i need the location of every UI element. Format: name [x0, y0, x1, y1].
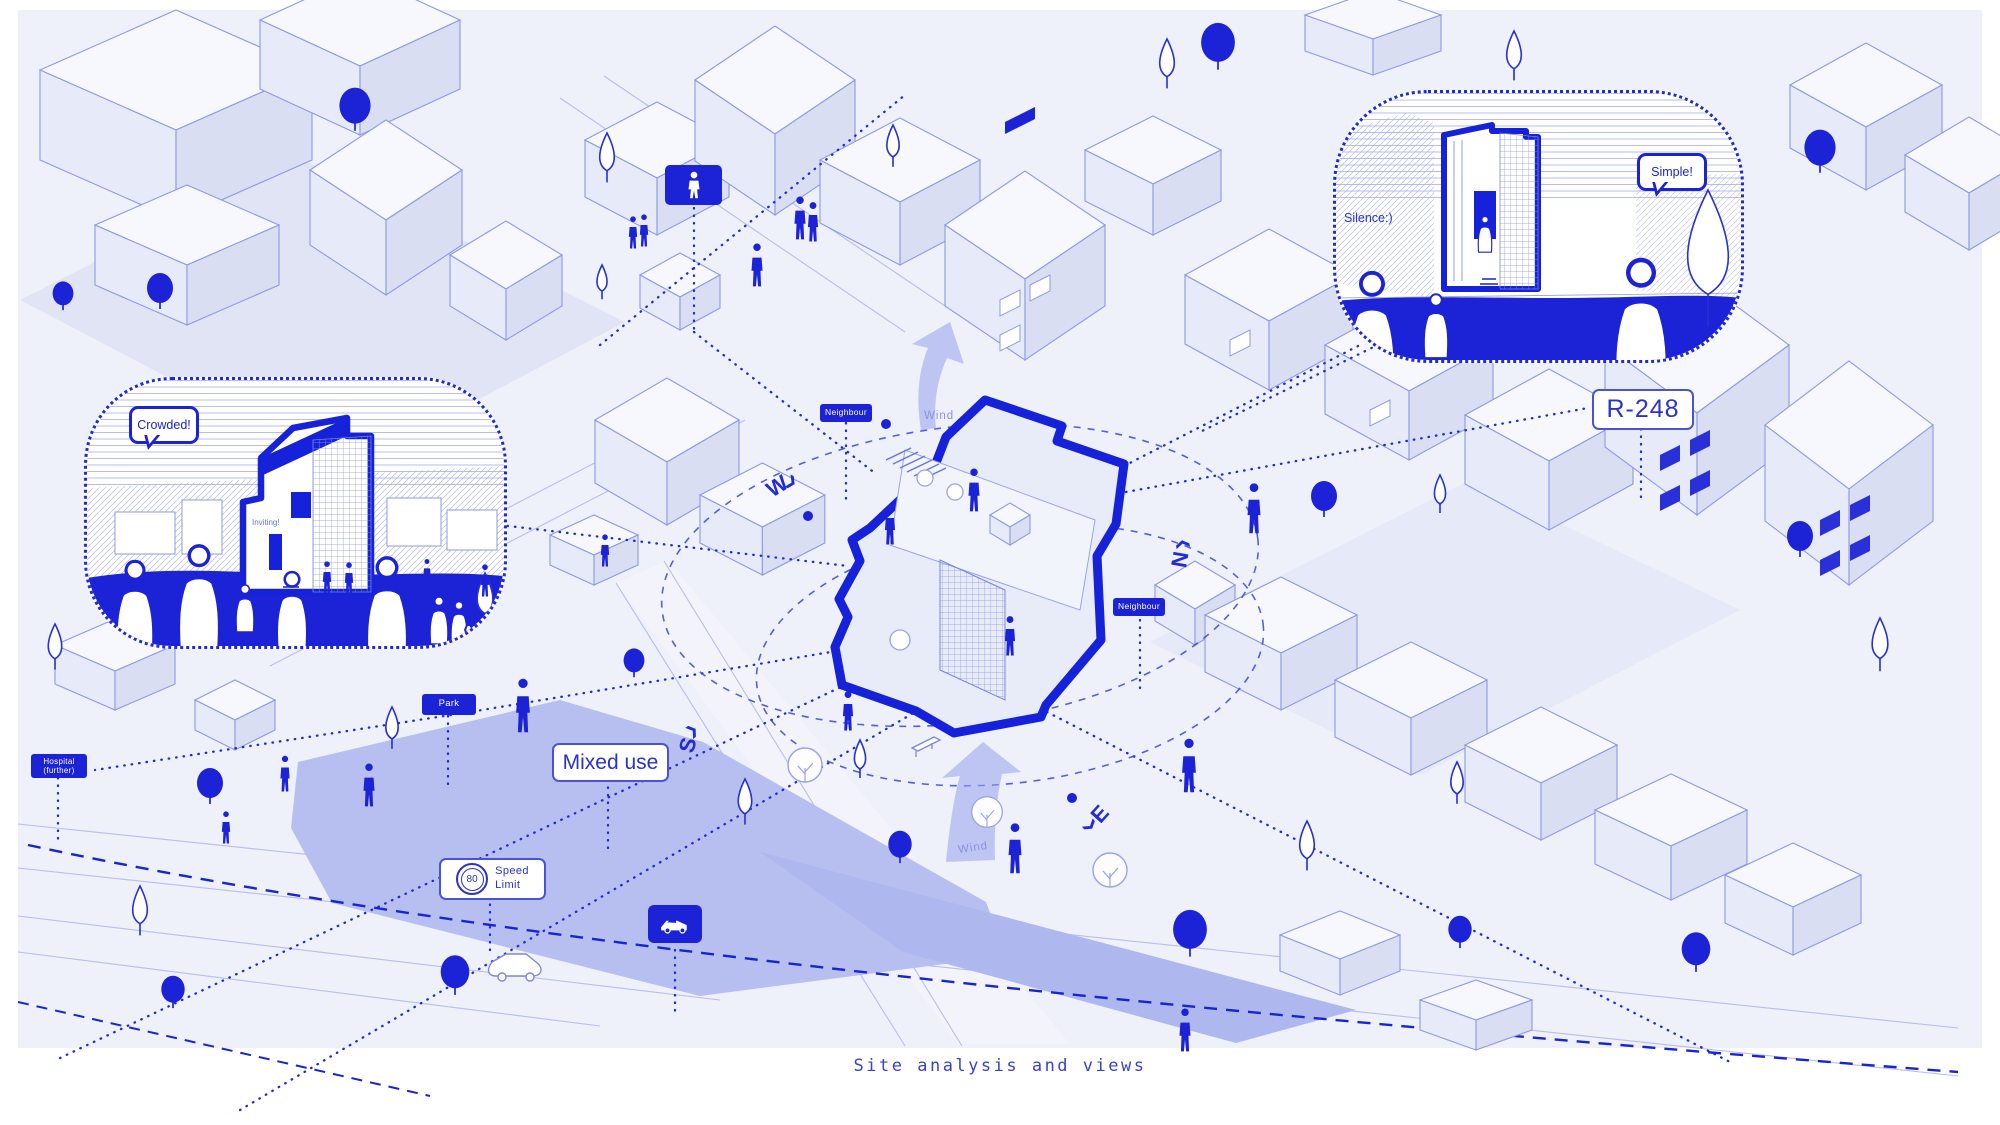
- street-objects: [487, 736, 942, 982]
- park-label: Park: [422, 694, 476, 715]
- diagram-caption: Site analysis and views: [853, 1056, 1147, 1076]
- compass-north: ❯ N: [1165, 537, 1196, 570]
- speed-limit-label: 80 Speed Limit: [439, 858, 546, 900]
- mixed-use-label: Mixed use: [552, 743, 669, 782]
- neighbour-right-text: Neighbour: [1118, 601, 1160, 612]
- crowded-speech-bubble: Crowded!: [129, 406, 199, 444]
- facade-note: Inviting!: [252, 518, 280, 527]
- section-drawing: [1441, 122, 1541, 292]
- crowded-speech-text: Crowded!: [137, 418, 191, 432]
- plot-code-text: R-248: [1606, 395, 1680, 423]
- neighbour-label-right: Neighbour: [1113, 598, 1165, 616]
- woman-sign-icon: [665, 165, 722, 205]
- neighbour-label-top: Neighbour: [820, 404, 872, 422]
- park-text: Park: [438, 698, 460, 710]
- crowded-view-bubble: Crowded! Inviting!: [84, 377, 507, 649]
- chevron-icon: ❯: [1173, 537, 1190, 551]
- building-windows: [999, 107, 1870, 576]
- plot: [830, 395, 1129, 738]
- view-node-dots: [803, 419, 1077, 803]
- speed-limit-80-icon: 80: [456, 863, 489, 895]
- neighbour-top-text: Neighbour: [825, 407, 867, 418]
- car-pictogram: [661, 918, 687, 934]
- hospital-line2: (further): [43, 766, 75, 775]
- hospital-label: Hospital (further): [31, 754, 87, 778]
- simple-speech-text: Simple!: [1651, 165, 1693, 179]
- quiet-view-bubble: Simple! Silence:): [1333, 90, 1744, 363]
- speed-limit-text: Speed Limit: [495, 865, 529, 891]
- wind-label-top: Wind: [924, 410, 955, 422]
- silence-note: Silence:): [1344, 211, 1393, 225]
- car-sign-icon: [648, 905, 702, 943]
- road-centerlines: [17, 843, 1959, 1097]
- section-drawing: [239, 414, 375, 596]
- mixed-use-text: Mixed use: [562, 750, 659, 774]
- simple-speech-bubble: Simple!: [1637, 153, 1707, 191]
- crowded-scene-drawing: [87, 414, 504, 646]
- quiet-scene-drawing: [1336, 113, 1741, 360]
- woman-pictogram: [688, 171, 699, 199]
- sightlines-layer: [56, 93, 1732, 1112]
- hospital-line1: Hospital: [43, 756, 75, 766]
- plot-code-label: R-248: [1592, 389, 1694, 430]
